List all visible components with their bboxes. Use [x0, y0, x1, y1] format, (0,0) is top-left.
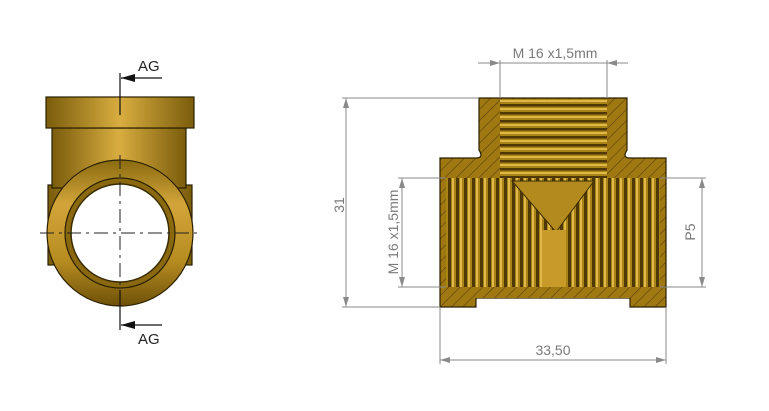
width-label: 33,50 [535, 342, 570, 358]
top-thread [500, 99, 607, 181]
dimension-width: 33,50 [439, 307, 667, 364]
section-marker-top: AG [119, 58, 162, 115]
center-lines [40, 155, 200, 310]
dimension-right-port: P5 [660, 177, 706, 288]
bottom-wall [446, 287, 660, 298]
dimension-side-thread: M 16 x1,5mm [385, 177, 446, 288]
dimension-height: 31 [331, 97, 478, 308]
section-view [439, 97, 667, 308]
top-thread-label: M 16 x1,5mm [513, 45, 598, 61]
inner-bore [542, 230, 566, 287]
dimension-top-thread: M 16 x1,5mm [478, 45, 628, 98]
section-marker-bottom: AG [119, 290, 162, 348]
side-thread-label: M 16 x1,5mm [385, 190, 401, 275]
section-label-bottom: AG [138, 331, 160, 348]
front-view: AG AG [40, 58, 200, 348]
inner-cone [510, 180, 595, 233]
height-label: 31 [331, 197, 347, 213]
section-label-top: AG [138, 58, 160, 75]
right-port-label: P5 [682, 223, 698, 240]
